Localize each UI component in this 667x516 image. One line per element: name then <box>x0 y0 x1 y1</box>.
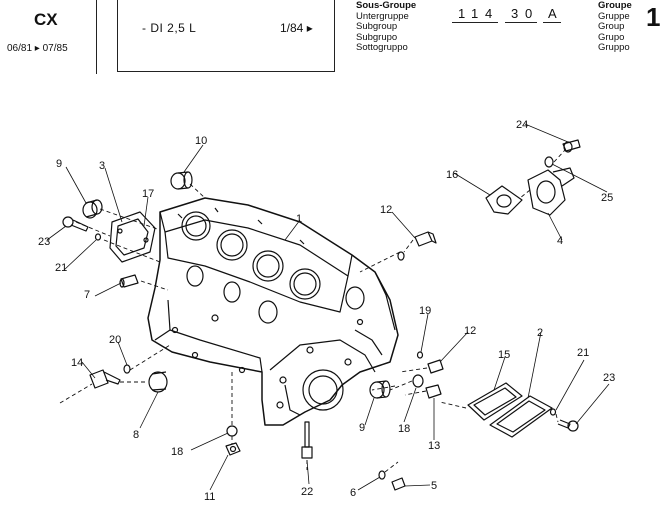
header-divider <box>96 0 97 74</box>
leader-lines <box>46 123 610 491</box>
part-18-washer-right <box>412 374 424 388</box>
part-5-plug <box>391 477 406 491</box>
part-20-oring <box>123 364 131 374</box>
code-char: A <box>548 6 558 21</box>
part-23-screw-left <box>62 216 89 232</box>
callout-label: 10 <box>195 135 207 147</box>
part-9-plug-left <box>82 199 103 219</box>
callout-label: 9 <box>359 422 365 434</box>
callout-label: 15 <box>498 349 510 361</box>
group-number: 1 <box>646 2 661 32</box>
engine-label: - DI 2,5 L <box>142 21 197 35</box>
callout-label: 11 <box>204 491 215 503</box>
callout-label: 4 <box>557 235 563 247</box>
group-label: Gruppo <box>598 42 630 53</box>
part-19-oring-lower <box>416 351 424 359</box>
catalog-header: CX 06/81 ▸ 07/85 - DI 2,5 L 1/84 ▸ Sous-… <box>0 0 667 78</box>
part-23-screw-right <box>557 419 579 432</box>
part-18-washer-lower <box>226 425 238 437</box>
part-25-washer <box>544 156 554 168</box>
part-2-cover <box>489 395 553 438</box>
part-16-gasket <box>485 185 523 215</box>
part-21-oring-right <box>549 408 557 416</box>
part-10-plug <box>170 171 193 190</box>
callout-label: 2 <box>537 327 543 339</box>
callout-label: 14 <box>71 357 83 369</box>
code-underline <box>452 22 498 23</box>
page-reference: 1/84 ▸ <box>280 21 313 35</box>
group-label: Groupe <box>598 0 632 11</box>
code-char: 1 <box>471 6 480 21</box>
part-4-housing <box>527 167 575 216</box>
callout-label: 5 <box>431 480 437 492</box>
callout-label: 7 <box>84 289 90 301</box>
group-label: Gruppe <box>598 10 630 22</box>
callout-label: 18 <box>171 446 183 458</box>
callout-label: 12 <box>380 204 392 216</box>
callout-label: 12 <box>464 325 476 337</box>
callout-label: 21 <box>577 347 589 359</box>
callout-label: 8 <box>133 429 139 441</box>
code-underline <box>543 22 561 23</box>
part-8-plug <box>148 371 168 393</box>
part-14-screw <box>89 369 121 389</box>
callout-label: 23 <box>603 372 615 384</box>
callout-label: 13 <box>428 440 440 452</box>
subgroup-label: Sous-Groupe <box>356 0 417 11</box>
callout-label: 1 <box>296 213 302 225</box>
subgroup-label: Subgrupo <box>356 31 398 43</box>
code-underline <box>505 22 537 23</box>
group-labels: Groupe Gruppe Group Grupo Gruppo <box>598 0 632 54</box>
part-9-plug-right <box>369 380 391 399</box>
subgroup-label: Subgroup <box>356 21 398 32</box>
production-dates: 06/81 ▸ 07/85 <box>7 43 68 54</box>
group-label: Group <box>598 21 625 32</box>
engine-block <box>147 197 399 426</box>
part-12-plug-upper <box>414 231 437 247</box>
callout-label: 9 <box>56 158 62 170</box>
callout-label: 18 <box>398 423 410 435</box>
part-21-oring-left <box>94 233 102 241</box>
engine-box: - DI 2,5 L 1/84 ▸ <box>117 0 335 72</box>
callout-label: 6 <box>350 487 356 499</box>
part-15-gasket <box>467 382 523 421</box>
callout-label: 23 <box>38 236 50 248</box>
code-char: 0 <box>525 6 534 21</box>
subgroup-labels: Sous-Groupe Untergruppe Subgroup Subgrup… <box>356 0 417 54</box>
callout-label: 17 <box>142 188 154 200</box>
code-char: 4 <box>485 6 494 21</box>
subgroup-label: Sottogruppo <box>356 42 408 53</box>
callout-label: 20 <box>109 334 121 346</box>
callout-label: 19 <box>419 305 431 317</box>
code-char: 1 <box>458 6 467 21</box>
model-name: CX <box>34 10 58 29</box>
subgroup-label: Untergruppe <box>356 10 409 22</box>
part-19-oring <box>397 251 405 261</box>
part-13-plug <box>425 384 442 399</box>
group-label: Grupo <box>598 31 625 43</box>
part-7-dowel <box>119 274 139 288</box>
part-11-nut <box>225 442 241 456</box>
callout-label: 24 <box>516 119 528 131</box>
part-12-plug-lower <box>427 359 444 374</box>
callout-labels: 1 2 3 4 5 6 7 8 9 9 10 11 12 12 13 14 15… <box>38 119 615 503</box>
code-char: 3 <box>511 6 520 21</box>
part-3-cover-plate <box>109 211 156 263</box>
callout-label: 21 <box>55 262 67 274</box>
callout-label: 22 <box>301 486 313 498</box>
callout-label: 16 <box>446 169 458 181</box>
part-6-oring <box>378 470 386 480</box>
callout-label: 25 <box>601 192 613 204</box>
part-22-bolt <box>301 421 313 459</box>
part-24-stud <box>562 139 581 153</box>
assembly-lines <box>59 149 566 473</box>
callout-label: 3 <box>99 160 105 172</box>
